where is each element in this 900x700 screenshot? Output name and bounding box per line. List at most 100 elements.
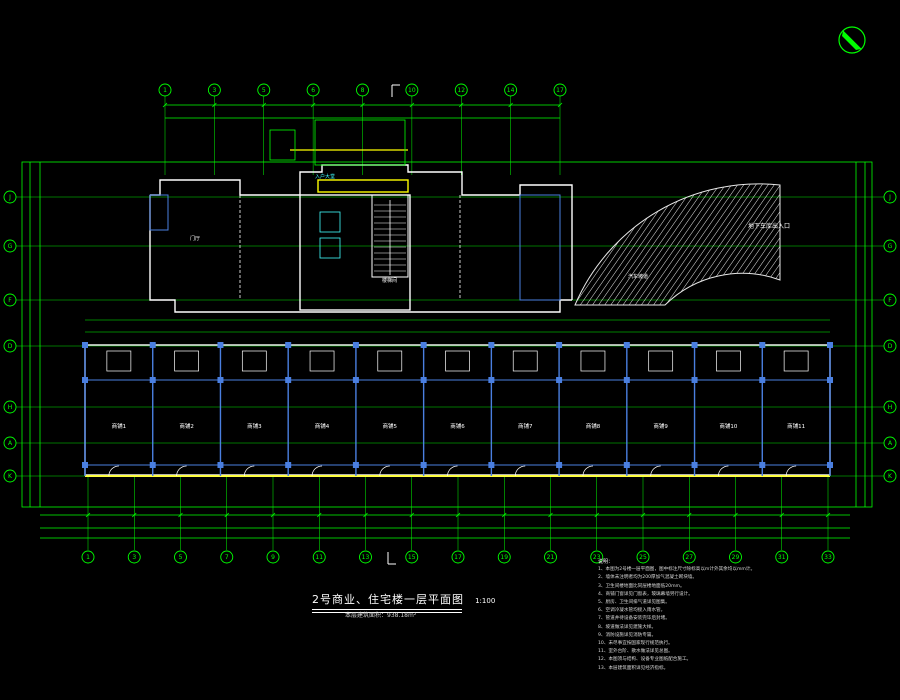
note-line: 5、厨房、卫生间排气道详见图集。 bbox=[598, 600, 670, 606]
window-bay bbox=[648, 350, 674, 372]
axis-bottom-bubble-label: 1 bbox=[86, 554, 90, 561]
unit-name: 商铺5 bbox=[383, 422, 398, 430]
axis-left-bubble-label: A bbox=[8, 440, 13, 447]
structural-columns bbox=[82, 342, 833, 476]
dim-tick bbox=[409, 512, 415, 518]
drawing-title: 2号商业、住宅楼一层平面图 bbox=[312, 593, 464, 606]
axis-bottom-bubble-label: 27 bbox=[685, 554, 693, 561]
window-bay bbox=[241, 350, 267, 372]
title-underline-thin bbox=[312, 612, 462, 613]
dim-tick bbox=[455, 512, 461, 518]
door-swing bbox=[243, 465, 255, 477]
window-bay bbox=[174, 350, 199, 372]
axis-bottom-bubble bbox=[174, 550, 187, 564]
unit-name: 商铺8 bbox=[586, 422, 601, 430]
axis-left-bubble-label: H bbox=[8, 404, 13, 411]
note-line: 11、室外台阶、散水做法详见总图。 bbox=[598, 649, 673, 655]
staircase bbox=[371, 194, 409, 278]
axis-top-bubble-label: 10 bbox=[408, 87, 416, 94]
door-swing bbox=[311, 465, 323, 477]
door-swing bbox=[650, 465, 661, 477]
dim-tick bbox=[178, 512, 183, 518]
commercial-strip bbox=[84, 319, 831, 477]
axis-top-bubble bbox=[158, 83, 172, 97]
axis-right-bubble-label: G bbox=[888, 243, 893, 250]
dim-tick bbox=[85, 512, 91, 518]
notes-heading: 说明： bbox=[598, 559, 614, 565]
dimension-ticks bbox=[85, 102, 831, 518]
axis-bottom-bubble bbox=[359, 550, 372, 564]
dim-tick bbox=[686, 512, 692, 518]
dimension-frame bbox=[21, 104, 873, 539]
axis-top-bubble-label: 8 bbox=[361, 87, 365, 94]
axis-top-bubble bbox=[356, 83, 369, 97]
dim-tick bbox=[779, 512, 785, 518]
axis-left-bubble-label: K bbox=[8, 473, 13, 480]
lobby-label: 门厅 bbox=[190, 235, 200, 242]
axis-top-bubble-label: 6 bbox=[311, 87, 315, 94]
note-line: 6、空调冷凝水管均接入雨水管。 bbox=[598, 608, 666, 614]
unit-name: 商铺9 bbox=[653, 422, 668, 430]
axis-top-bubble-label: 5 bbox=[262, 87, 266, 94]
axis-bottom-bubble-label: 29 bbox=[732, 554, 740, 561]
axis-left-bubble bbox=[3, 239, 17, 253]
axis-bottom-bubble-label: 11 bbox=[315, 554, 323, 561]
axis-top-bubble bbox=[257, 83, 271, 97]
axis-bottom-bubble bbox=[729, 550, 742, 564]
dim-tick bbox=[261, 102, 267, 108]
axis-top-bubble bbox=[306, 83, 320, 97]
axis-left-bubble bbox=[3, 469, 17, 483]
note-line: 12、本图须与结构、设备专业图纸配合施工。 bbox=[598, 657, 692, 663]
dim-tick bbox=[409, 102, 415, 108]
section-mark-icon bbox=[387, 84, 400, 565]
axis-bottom-bubble-label: 17 bbox=[454, 554, 462, 561]
dim-tick bbox=[162, 102, 168, 108]
axis-right-bubble-label: A bbox=[888, 440, 893, 447]
axis-bottom-bubble bbox=[266, 550, 280, 564]
window-bay bbox=[445, 350, 470, 372]
axis-bottom-bubble-label: 21 bbox=[547, 554, 555, 561]
axis-bottom-bubble bbox=[775, 550, 789, 564]
dim-tick bbox=[640, 512, 646, 518]
window-bays bbox=[106, 350, 809, 477]
axis-left-bubble-label: F bbox=[8, 297, 12, 304]
ramp-entrance-label: 地下车库出入口 bbox=[748, 222, 790, 230]
note-line: 4、商铺门窗详见门窗表，玻璃幕墙另行设计。 bbox=[598, 591, 693, 597]
door-swing bbox=[718, 465, 729, 477]
axis-bottom-bubble bbox=[821, 550, 835, 564]
axis-right-bubble bbox=[883, 293, 897, 307]
dim-tick bbox=[310, 102, 316, 108]
axis-bottom-bubble bbox=[544, 550, 557, 564]
axis-bottom-bubble-label: 5 bbox=[179, 554, 183, 561]
axis-left-bubble bbox=[3, 293, 17, 307]
axis-bottom-bubble-label: 3 bbox=[132, 554, 136, 561]
unit-name: 商铺2 bbox=[179, 422, 194, 430]
axis-right-bubble bbox=[883, 339, 897, 353]
dim-tick bbox=[131, 512, 137, 518]
axis-bottom-bubble-label: 31 bbox=[778, 554, 786, 561]
axis-left-bubble bbox=[3, 339, 17, 353]
axis-top-bubble bbox=[207, 83, 221, 97]
window-bay bbox=[716, 350, 741, 372]
axis-top-bubble bbox=[553, 83, 567, 97]
axis-top-bubble-label: 1 bbox=[163, 87, 167, 94]
window-bay bbox=[580, 350, 606, 372]
ramp-inner-label: 汽车坡道 bbox=[628, 273, 648, 280]
door-swing bbox=[176, 465, 187, 477]
dim-tick bbox=[212, 102, 217, 108]
note-line: 2、墙体未注明者均为200厚加气混凝土砌块墙。 bbox=[598, 575, 697, 581]
drawing-scale: 1:100 bbox=[475, 597, 496, 605]
axis-right-bubble bbox=[883, 469, 897, 483]
upper-core-block bbox=[149, 119, 573, 313]
axis-bottom-bubble bbox=[451, 550, 465, 564]
unit-name: 商铺7 bbox=[518, 422, 533, 430]
axis-left-bubble-label: J bbox=[8, 194, 11, 201]
dim-tick bbox=[825, 512, 831, 518]
axis-bottom-bubble-label: 23 bbox=[593, 554, 601, 561]
axis-top-bubble bbox=[405, 83, 419, 97]
dim-tick bbox=[594, 512, 600, 518]
axis-right-bubble bbox=[883, 400, 897, 414]
dim-tick bbox=[360, 102, 365, 108]
